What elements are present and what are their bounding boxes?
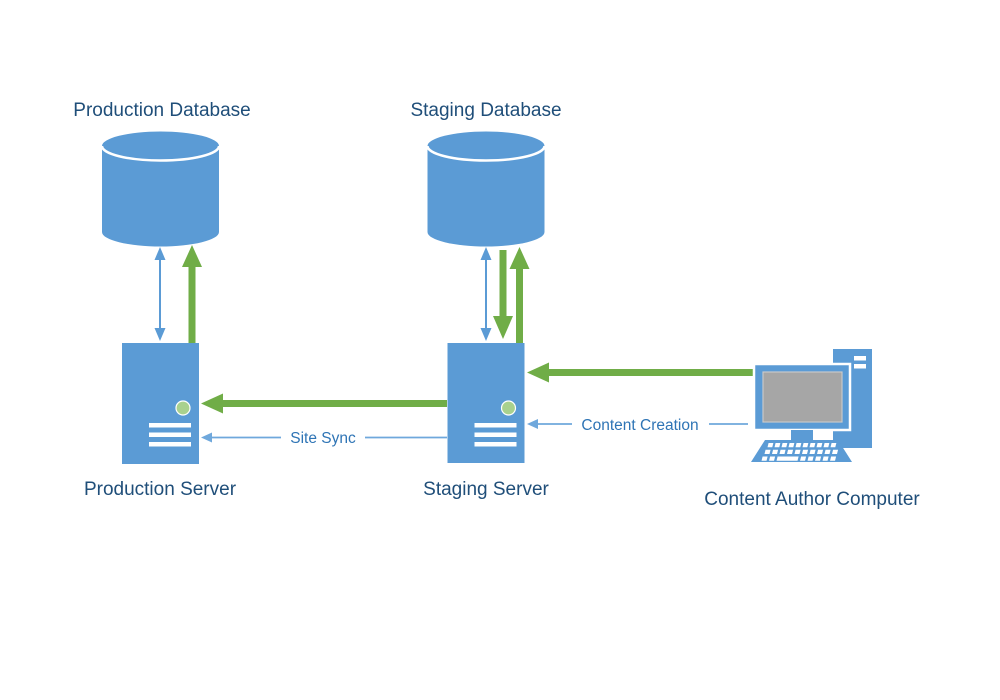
edge-label-background <box>572 414 709 433</box>
node-production-server: Production Server <box>84 343 237 500</box>
server-tower-icon <box>447 343 525 463</box>
tower-drive-slot <box>854 356 866 361</box>
server-vent <box>474 432 517 437</box>
node-content-author-computer: Content Author Computer <box>704 349 920 510</box>
edge-staging-to-production <box>201 393 447 414</box>
edge-content-creation: Content Creation <box>527 414 748 434</box>
edge-staging-db-to-server <box>493 250 513 339</box>
arrowhead-up-icon <box>154 247 166 260</box>
edge-staging-server-to-db <box>509 247 530 343</box>
content-author-computer-label: Content Author Computer <box>704 489 920 510</box>
arrowhead-left-icon <box>201 432 212 443</box>
monitor-stand <box>791 430 813 440</box>
arrowhead-left-icon <box>527 362 549 383</box>
arrowhead-up-icon <box>182 245 202 267</box>
database-cylinder-icon <box>100 131 221 247</box>
server-vent <box>474 442 517 447</box>
node-staging-server: Staging Server <box>423 343 550 500</box>
production-database-label: Production Database <box>73 100 250 121</box>
server-vent <box>149 432 191 437</box>
edge-prod-server-db-publish <box>182 245 202 343</box>
server-vent <box>149 423 191 428</box>
site-sync-label: Site Sync <box>290 430 356 447</box>
edge-label-background <box>281 428 365 447</box>
server-tower-icon <box>122 343 199 464</box>
content-creation-label: Content Creation <box>581 417 698 434</box>
staging-database-label: Staging Database <box>410 100 561 121</box>
arrowhead-left-icon <box>201 393 223 414</box>
cylinder-top-highlight <box>100 145 221 162</box>
arrowhead-up-icon <box>509 247 530 269</box>
cylinder-body <box>102 131 219 247</box>
edge-prod-server-db-exchange <box>154 247 166 341</box>
arrowhead-up-icon <box>480 247 492 260</box>
staging-server-label: Staging Server <box>423 479 549 500</box>
cylinder-top-highlight <box>426 145 546 162</box>
monitor-screen <box>762 371 843 423</box>
edge-author-to-staging <box>527 362 754 383</box>
cylinder-body <box>427 131 545 247</box>
arrowhead-down-icon <box>493 316 513 339</box>
arrowhead-down-icon <box>154 328 166 341</box>
node-staging-database: Staging Database <box>410 100 562 247</box>
arrowhead-down-icon <box>480 328 492 341</box>
arrowhead-left-icon <box>527 419 538 429</box>
power-led-icon <box>175 400 191 416</box>
server-vent <box>149 442 191 447</box>
edge-staging-server-db-exchange <box>480 247 492 341</box>
database-cylinder-icon <box>426 131 546 247</box>
edge-site-sync: Site Sync <box>201 428 447 447</box>
node-production-database: Production Database <box>73 100 251 247</box>
tower-drive-slot <box>854 364 866 369</box>
power-led-icon <box>500 400 517 416</box>
keyboard-keys <box>761 443 839 461</box>
desktop-computer-icon <box>751 349 872 462</box>
server-vent <box>474 423 517 428</box>
production-server-label: Production Server <box>84 479 237 500</box>
